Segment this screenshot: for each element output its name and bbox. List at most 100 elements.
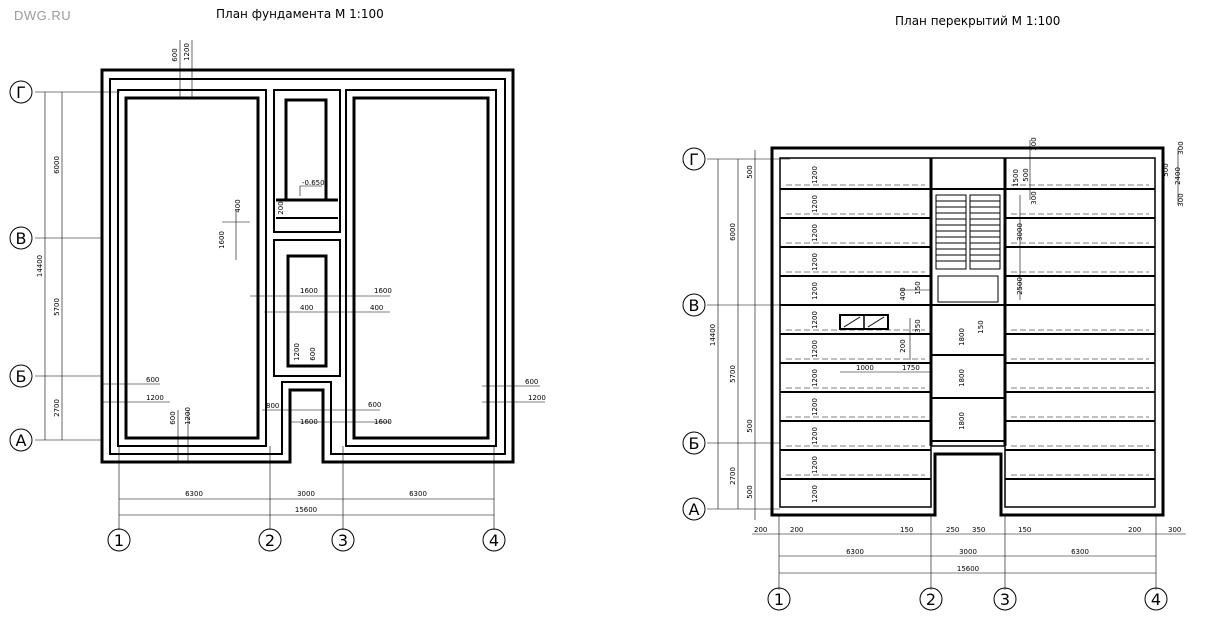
plan1-dim-3000: 3000 <box>297 490 315 498</box>
plan1-dim-mid-600: 600 <box>309 347 317 360</box>
plan1-dim-mid-1200: 1200 <box>293 343 301 361</box>
plan2-slab-dashes <box>786 184 1149 476</box>
plan1-axis-label-a: А <box>16 431 27 450</box>
plan1-foundation: Г В Б А 1 2 3 4 6300 3000 6300 15600 144… <box>9 40 546 552</box>
plan1-dim-5700: 5700 <box>53 298 61 316</box>
plan1-elevation-mark: -0.650 <box>302 179 325 187</box>
plan2-dim-400: 400 <box>899 287 907 300</box>
plan1-dim-6300-left: 6300 <box>185 490 203 498</box>
plan2-dim-b-150a: 150 <box>900 526 913 534</box>
plan2-dim-1000: 1000 <box>856 364 874 372</box>
plan2-axis-bubble-a <box>682 497 706 521</box>
plan1-axis-label-3: 3 <box>338 531 348 550</box>
plan1-dim-bottom-600: 600 <box>169 411 177 424</box>
plan1-dim-6300-right: 6300 <box>409 490 427 498</box>
plan2-slab-label: 1200 <box>811 427 819 445</box>
plan2-axis-label-b: Б <box>689 434 700 453</box>
plan1-left-cell <box>117 89 267 447</box>
plan1-axis-bubble-3 <box>331 528 355 552</box>
plan2-dim-200: 200 <box>899 339 907 352</box>
plan2-dim-right-300a: 300 <box>1177 141 1185 154</box>
plan1-dim-200: 200 <box>277 201 285 214</box>
plan2-dim-2500: 2500 <box>1016 277 1024 295</box>
plan2-slab-label: 1200 <box>811 369 819 387</box>
plan2-slab-label: 1200 <box>811 485 819 503</box>
plan2-slab-label: 1200 <box>811 398 819 416</box>
plan1-axis-bubble-g <box>9 80 33 104</box>
plan1-dim-15600: 15600 <box>295 506 317 514</box>
plan2-slab-label: 1200 <box>811 195 819 213</box>
plan1-axis-label-4: 4 <box>489 531 499 550</box>
plan1-dim-2700: 2700 <box>53 399 61 417</box>
plan2-axis-bubble-b <box>682 431 706 455</box>
plan1-axis-label-b: Б <box>16 367 27 386</box>
plan2-dim-lines <box>717 140 1186 574</box>
plan1-axis-label-2: 2 <box>265 531 275 550</box>
plan2-slab-label: 1200 <box>811 253 819 271</box>
plan1-axis-label-g: Г <box>16 83 26 102</box>
plan2-axis-bubble-3 <box>993 587 1017 611</box>
plan1-dim-bottom-1200: 1200 <box>184 407 192 425</box>
plan2-dim-3000: 3000 <box>959 548 977 556</box>
plan2-outer-wall <box>770 146 1165 517</box>
plan2-slabs: Г В Б А 1 2 3 4 6300 3000 6300 15600 200… <box>682 137 1186 611</box>
plan2-slab-label: 1200 <box>811 166 819 184</box>
plan1-dim-lines <box>44 40 545 516</box>
plan2-dim-right-500: 500 <box>1162 163 1170 176</box>
plan2-axis-label-3: 3 <box>1000 590 1010 609</box>
plan1-outer-wall-inner <box>109 78 506 455</box>
plan2-slab-lines <box>780 188 1155 480</box>
plan2-dim-500-top: 500 <box>746 165 754 178</box>
plan1-axis-lines <box>35 91 495 530</box>
plan2-dim-6300-right: 6300 <box>1071 548 1089 556</box>
plan2-dim-b-150b: 150 <box>1018 526 1031 534</box>
plan1-dim-6000: 6000 <box>53 156 61 174</box>
plan2-axis-lines <box>707 158 1157 590</box>
plan2-axis-bubble-2 <box>919 587 943 611</box>
plan2-slab-label: 1200 <box>811 311 819 329</box>
plan2-dim-3000: 3000 <box>1016 223 1024 241</box>
plan2-opening-hatch-2 <box>867 316 885 328</box>
plan2-mid-slab-1800: 1800 <box>958 412 966 430</box>
plan2-title: План перекрытий М 1:100 <box>895 14 1061 28</box>
plan2-axis-label-g: Г <box>689 150 699 169</box>
plan1-dim-left-600: 600 <box>146 376 159 384</box>
plan2-dim-right-300b: 300 <box>1177 193 1185 206</box>
plan2-axis-label-2: 2 <box>926 590 936 609</box>
plan1-axis-label-1: 1 <box>114 531 124 550</box>
plan2-dim-350: 350 <box>914 319 922 332</box>
plan2-axis-label-1: 1 <box>774 590 784 609</box>
plan2-dim-2700: 2700 <box>729 467 737 485</box>
plan2-axis-bubble-v <box>682 293 706 317</box>
plan2-axis-bubble-4 <box>1144 587 1168 611</box>
plan2-dim-500: 500 <box>1022 168 1030 181</box>
plan2-axis-label-a: А <box>689 500 700 519</box>
plan2-dim-b-300: 300 <box>1168 526 1181 534</box>
plan1-dim-14400: 14400 <box>36 255 44 277</box>
plan1-dim-notch-800: 800 <box>266 402 279 410</box>
plan1-dim-notch-1600b: 1600 <box>374 418 392 426</box>
plan2-slab-label: 1200 <box>811 456 819 474</box>
plan2-dim-500-bottom: 500 <box>746 485 754 498</box>
plan2-dim-right-2400: 2400 <box>1174 167 1182 185</box>
plan1-dim-right-600: 600 <box>525 378 538 386</box>
plan2-dim-1500: 1500 <box>1012 169 1020 187</box>
plan2-axis-bubble-1 <box>767 587 791 611</box>
plan2-dim-6300-left: 6300 <box>846 548 864 556</box>
plan2-slab-label: 1200 <box>811 224 819 242</box>
plan2-dim-b-250: 250 <box>946 526 959 534</box>
plan2-mid-slab-1800: 1800 <box>958 328 966 346</box>
plan1-axis-bubble-a <box>9 428 33 452</box>
plan1-left-cell-inner <box>124 96 260 440</box>
plan2-mid-150: 150 <box>977 320 985 333</box>
plan2-dim-300: 300 <box>1030 191 1038 204</box>
plan1-dim-center-1600b: 1600 <box>374 287 392 295</box>
plan2-dim-150: 150 <box>914 281 922 294</box>
plan1-axis-bubble-v <box>9 226 33 250</box>
watermark: DWG.RU <box>14 8 72 23</box>
plan1-axis-bubble-4 <box>482 528 506 552</box>
plan1-dim-top-600: 600 <box>171 48 179 61</box>
plan2-dim-b-200a: 200 <box>754 526 767 534</box>
plan1-middle-top-cell <box>273 89 341 233</box>
